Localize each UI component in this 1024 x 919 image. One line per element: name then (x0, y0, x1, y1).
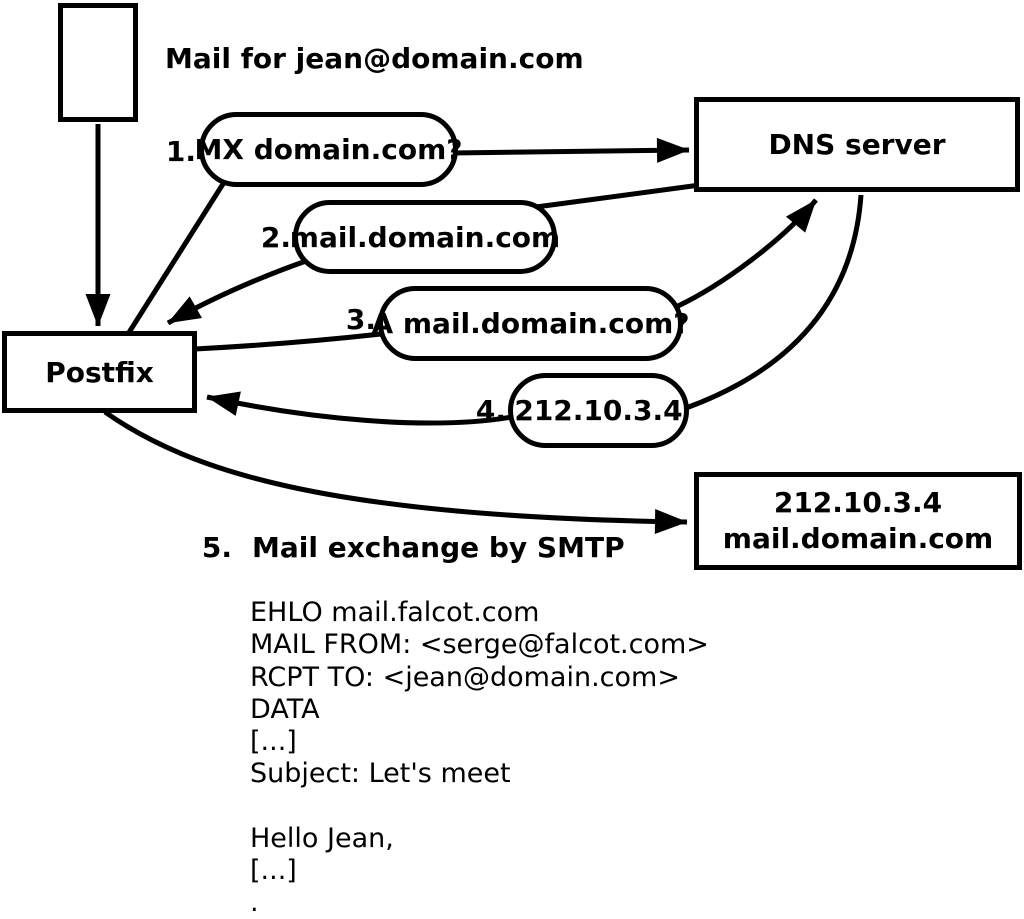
step5-number: 5. (201, 531, 232, 564)
smtp-line: Subject: Let's meet (250, 758, 511, 789)
smtp-line: EHLO mail.falcot.com (250, 597, 540, 628)
line-postfix-to-step1 (125, 174, 231, 336)
mail-server-box: 212.10.3.4 mail.domain.com (694, 472, 1022, 570)
step2-pill-label: mail.domain.com (289, 220, 561, 254)
smtp-line: Hello Jean, (250, 823, 394, 854)
dns-server-box: DNS server (694, 97, 1020, 192)
step2-number: 2. (260, 221, 291, 254)
step3-number: 3. (345, 303, 376, 336)
smtp-line: RCPT TO: <jean@domain.com> (250, 662, 680, 693)
smtp-line: [...] (250, 726, 297, 757)
arrow-step3-to-dns (676, 198, 818, 309)
step3-pill-label: A mail.domain.com? (371, 307, 690, 340)
line-postfix-to-step3 (194, 331, 382, 352)
step5-label: Mail exchange by SMTP (252, 531, 625, 564)
arrow-step1-to-dns (451, 137, 690, 163)
smtp-line: MAIL FROM: <serge@falcot.com> (250, 629, 709, 660)
mail-server-hostname: mail.domain.com (722, 522, 994, 555)
step4-pill-a-answer: 212.10.3.4 (508, 373, 689, 448)
step1-pill-label: MX domain.com? (194, 133, 463, 166)
line-dns-to-step2 (535, 182, 701, 210)
mail-server-ip: 212.10.3.4 (773, 486, 943, 519)
smtp-line: [...] (250, 855, 297, 886)
mail-for-label: Mail for jean@domain.com (165, 42, 584, 75)
step2-pill-mx-answer: mail.domain.com (289, 200, 561, 274)
step1-number: 1. (165, 135, 196, 168)
smtp-line: . (250, 887, 259, 918)
mail-message-box (58, 3, 138, 122)
step4-number: 4. (475, 394, 506, 427)
step3-pill-a-query: A mail.domain.com? (371, 286, 690, 361)
line-dns-to-step4 (685, 194, 864, 411)
step4-pill-label: 212.10.3.4 (514, 394, 683, 427)
postfix-box: Postfix (2, 331, 197, 413)
smtp-line: DATA (250, 694, 320, 725)
postfix-label: Postfix (45, 355, 154, 389)
arrow-postfix-to-mailserver (103, 409, 688, 535)
arrow-step4-to-postfix (206, 391, 513, 426)
dns-server-label: DNS server (768, 128, 946, 161)
arrow-step2-to-postfix (166, 258, 307, 326)
step1-pill-mx-query: MX domain.com? (195, 112, 462, 187)
